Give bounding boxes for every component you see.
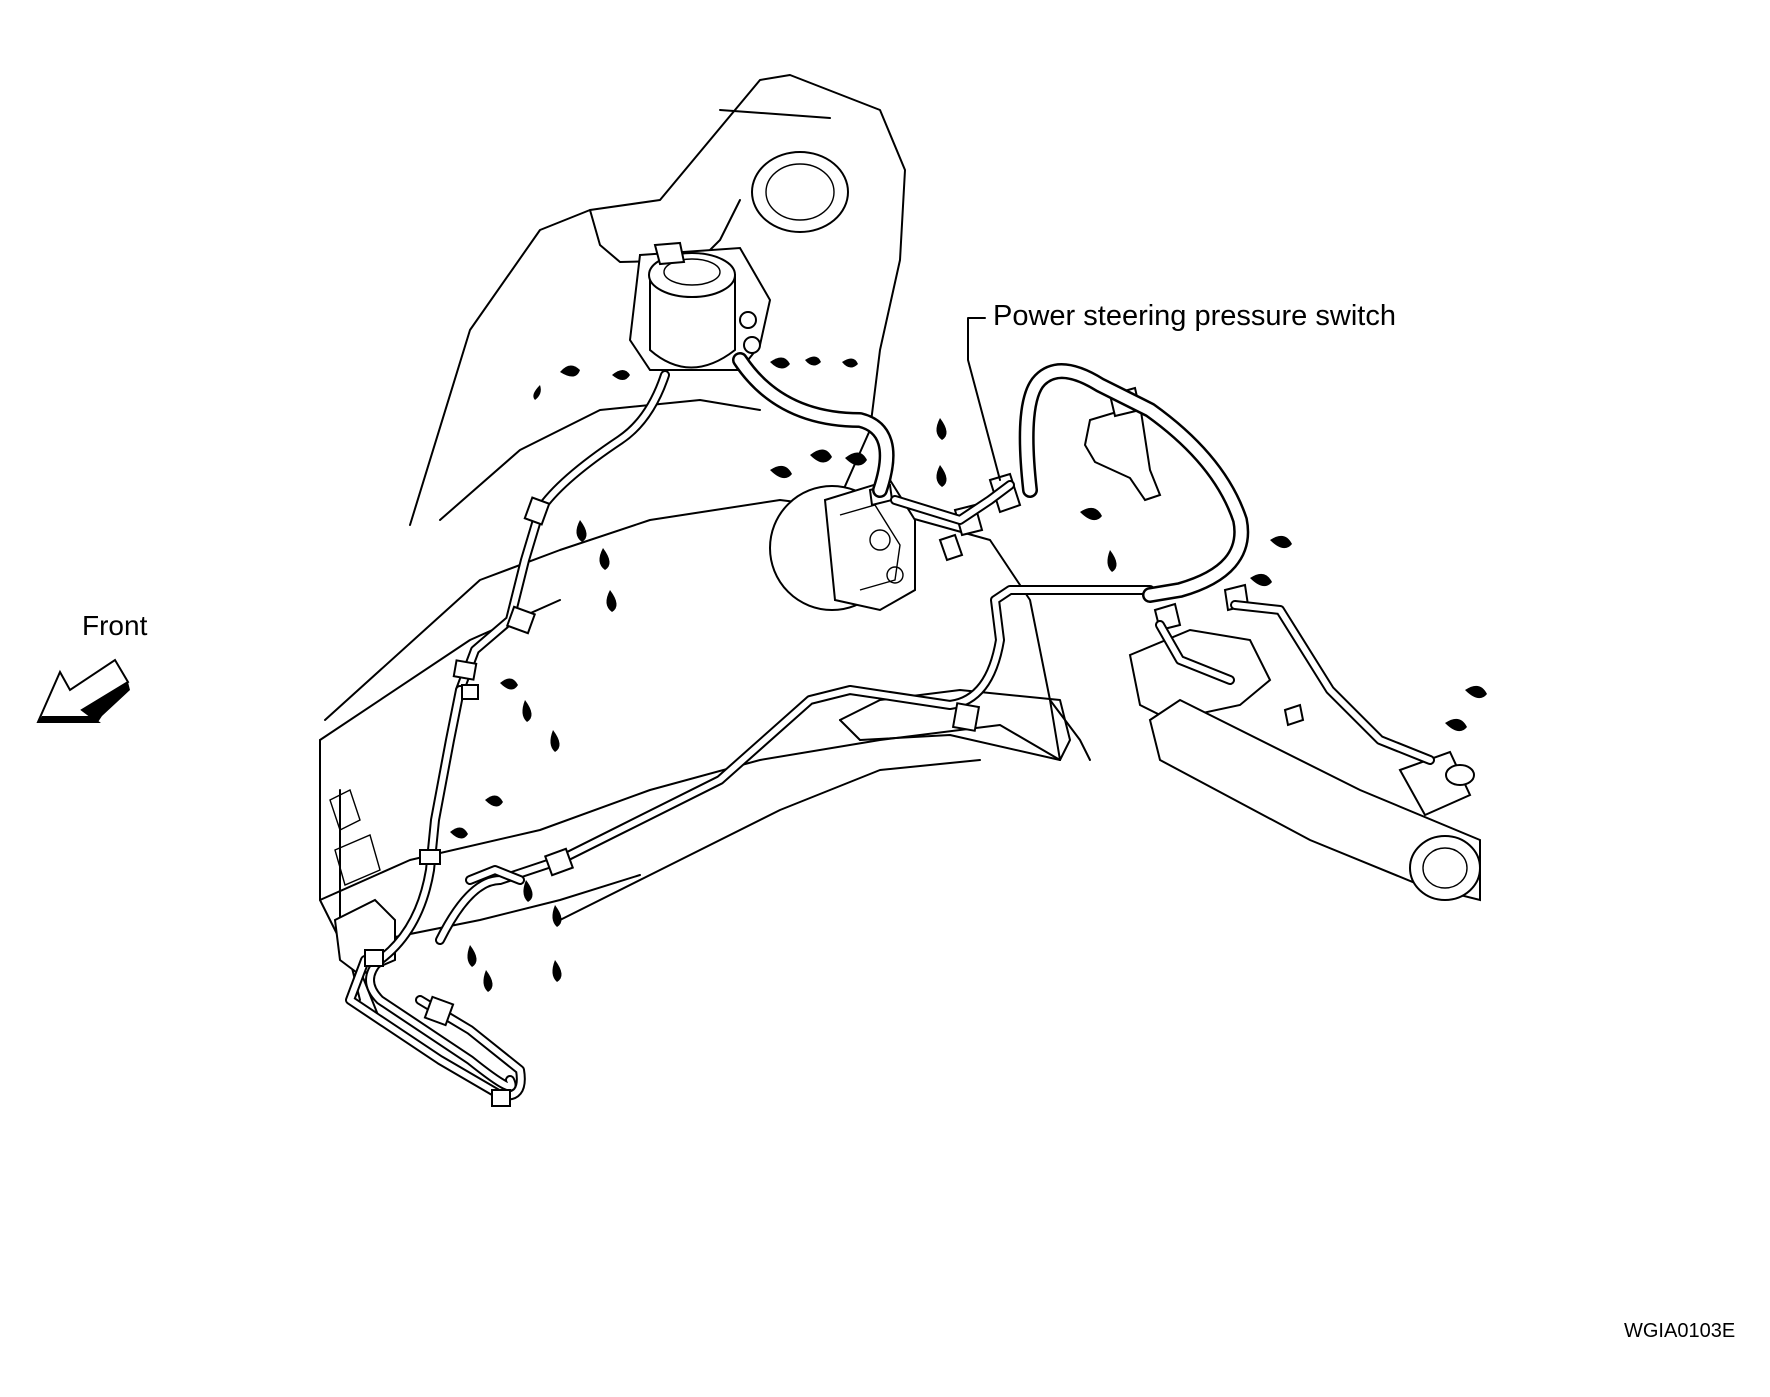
pressure-switch-label: Power steering pressure switch bbox=[993, 300, 1396, 332]
vehicle-body-outline bbox=[319, 74, 1091, 1021]
fluid-reservoir bbox=[628, 241, 772, 371]
front-label: Front bbox=[82, 610, 148, 641]
tube-clamps bbox=[364, 496, 981, 1107]
callout-leader-line bbox=[967, 317, 1001, 481]
leak-check-drops bbox=[450, 356, 1487, 992]
front-arrow-icon bbox=[36, 658, 130, 723]
figure-id: WGIA0103E bbox=[1624, 1320, 1736, 1342]
power-steering-pump bbox=[769, 478, 916, 612]
hoses-and-tubes bbox=[345, 352, 1435, 1101]
steering-gear-assembly bbox=[1128, 583, 1481, 902]
